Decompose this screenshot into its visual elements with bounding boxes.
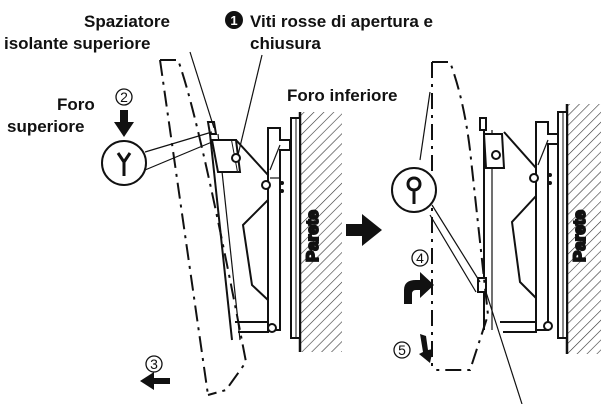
lower-hole-label: Foro inferiore [287,86,398,105]
step5-marker: 5 [393,334,433,363]
lower-hole-callout-line2 [429,214,477,293]
step4-number: 4 [416,250,424,266]
tv-edge-left [159,59,209,396]
red-screws-label-line1: Viti rosse di apertura e [250,12,433,31]
upper-spacer-bracket-left [210,139,242,173]
red-screws-number-badge: 1 [225,11,243,29]
transition-arrow-icon [346,214,382,246]
upper-hole-label-line2: superiore [7,117,84,136]
right-assembly: Parete [391,61,601,404]
upper-hole-callout [101,131,213,186]
left-assembly: Parete [101,51,342,396]
wall-plate-left [290,117,301,339]
diagonal-down-arrow-icon [419,334,433,363]
wall-plate-right [557,111,568,339]
red-screws-number: 1 [230,13,237,28]
left-arrow-icon [140,372,170,390]
upper-spacer-bracket-right [482,133,506,169]
step3-marker: 3 [140,355,170,390]
down-arrow-icon [114,110,134,137]
wall-left-label: Parete [303,210,322,262]
step4-marker: 4 [404,249,434,304]
curved-arrow-icon [404,272,434,304]
step2-marker: 2 [114,88,134,137]
lower-hole-callout [391,167,437,213]
upper-spacer-label-line2: isolante superiore [4,34,150,53]
mounting-arm-left [235,127,291,333]
keyhole-icon-upper [116,152,132,176]
tv-outline-left [160,59,248,396]
step2-number: 2 [120,89,128,105]
bottom-leader [485,291,523,404]
tv-outline-right [432,61,490,371]
red-screws-label-line2: chiusura [250,34,321,53]
upper-hole-label-line1: Foro [57,95,95,114]
lower-hole-leader [419,91,431,161]
wall-right-label: Parete [570,210,589,262]
keyhole-icon-lower [406,176,422,204]
lower-hole-callout-line1 [431,204,481,283]
step3-number: 3 [150,356,158,372]
upper-spacer-label-line1: Spaziatore [84,12,170,31]
upper-spacer-leader [189,51,215,129]
mounting-arm-right [500,121,559,333]
red-screws-leader [237,54,263,156]
step5-number: 5 [398,342,406,358]
